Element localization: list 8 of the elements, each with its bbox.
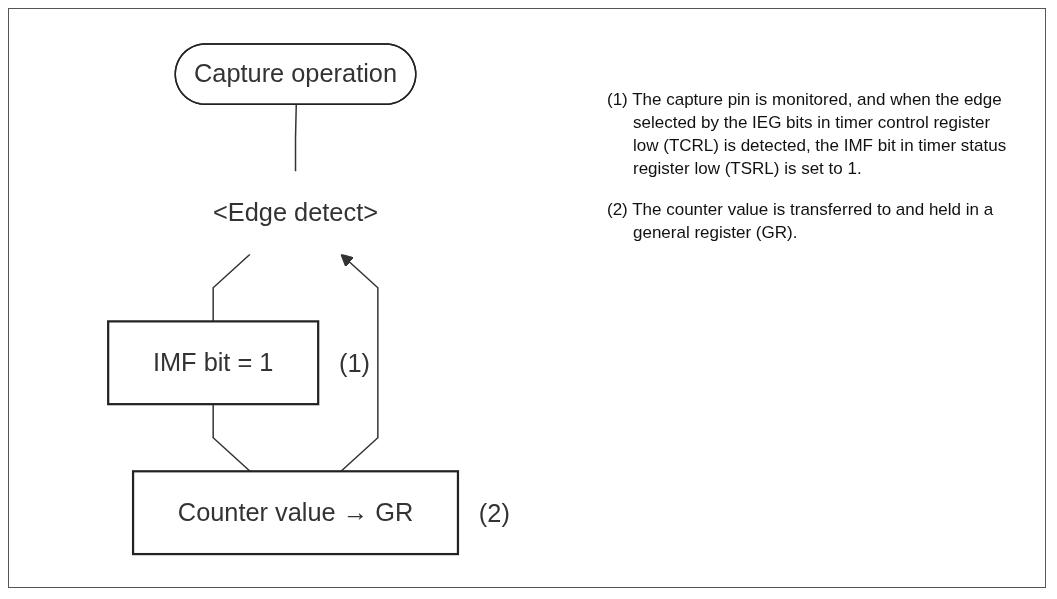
node-box: Counter value → GR [131, 470, 460, 556]
note-text: (1) The capture pin is monitored, and when the edge selected by the IEG bits in timer control register low (TCRL) is detected, the IMF bit in timer status register low (TSRL) is set to 1. [607, 89, 1007, 180]
note-text: (2) The counter value is transferred to and held in a general register (GR). [607, 198, 995, 244]
node-text: <Edge detect> [213, 198, 378, 227]
step-number: (1) [339, 348, 371, 377]
step-number: (2) [478, 498, 510, 527]
node-box: IMF bit = 1 [107, 320, 320, 406]
connector [294, 104, 297, 173]
